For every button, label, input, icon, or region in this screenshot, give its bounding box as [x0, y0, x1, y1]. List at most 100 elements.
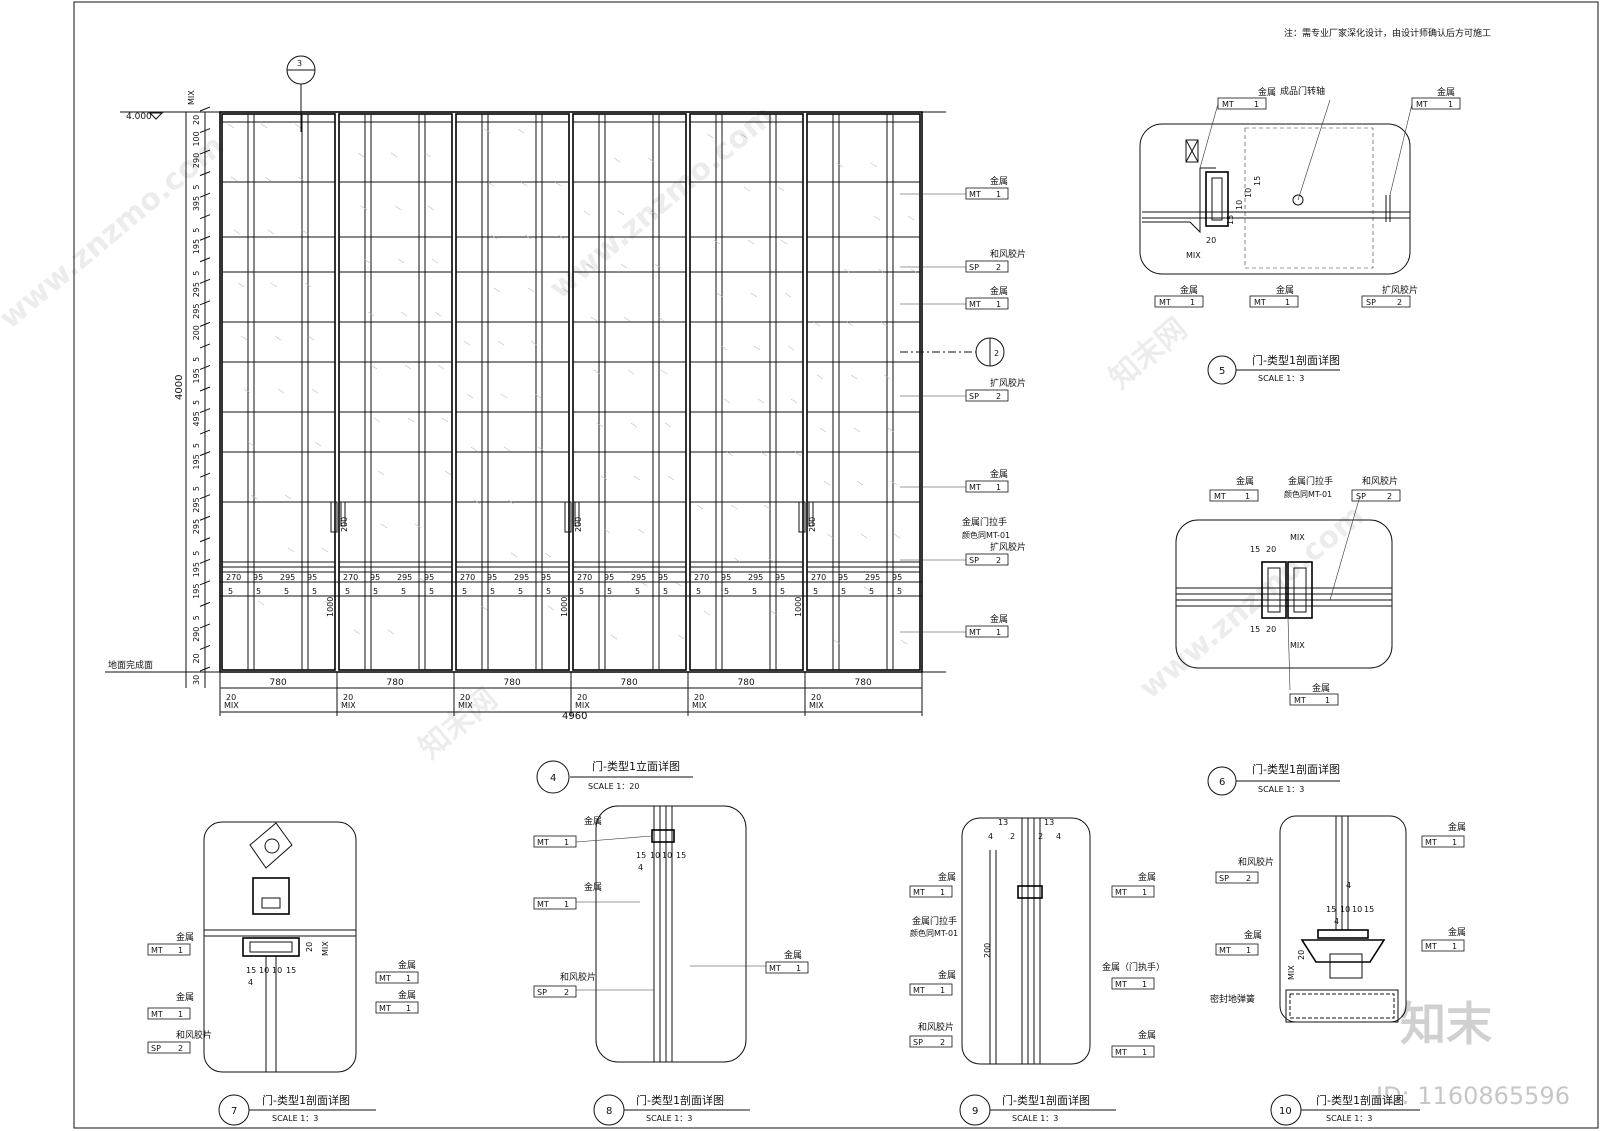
grid-dim-small: 5	[635, 587, 640, 596]
d7-tag1-code: MT	[151, 946, 163, 955]
d8-dim-10b: 10	[662, 851, 672, 860]
d5-tag4-name: 金属	[1276, 284, 1294, 296]
d6-tag3-code: MT	[1294, 696, 1306, 705]
door-panel	[572, 113, 687, 671]
grid-dim-small: 5	[462, 587, 467, 596]
width-total: 4960	[562, 711, 587, 722]
panel-width-label: 780	[270, 678, 287, 688]
grid-dim-small: 5	[841, 587, 846, 596]
d9-tag1-code: MT	[913, 888, 925, 897]
d5-dim-10b: 10	[1244, 188, 1253, 198]
d7-tag2-num: 1	[178, 1010, 183, 1019]
d10-title: 门-类型1剖面详图	[1316, 1093, 1404, 1107]
grid-dim-small: 5	[724, 587, 729, 596]
watermark-site-3: www.znzmo.com	[1133, 498, 1371, 706]
grid-dim-small: 5	[813, 587, 818, 596]
d7-tag1-name: 金属	[176, 931, 194, 943]
d7-tag3-num: 2	[178, 1044, 183, 1053]
d9-scale: SCALE 1：3	[1012, 1114, 1058, 1123]
grid-dim-label: 270	[577, 573, 592, 582]
joint-dim-label: 20	[811, 693, 821, 702]
d8-tag3-num: 2	[564, 988, 569, 997]
d8-dim-15b: 15	[676, 851, 686, 860]
d6-dim-20: 20	[1266, 545, 1276, 554]
d7-tag3-name: 和风胶片	[176, 1029, 212, 1041]
door-panel	[689, 113, 814, 671]
d10-dim-mix: MIX	[1287, 965, 1296, 980]
d9-tag3-name: 和风胶片	[918, 1021, 954, 1033]
material-tag-name: 金属	[990, 285, 1008, 297]
d8-number: 8	[606, 1106, 612, 1117]
d10-tag1-code: SP	[1219, 874, 1229, 883]
grid-dim-label: 295	[865, 573, 880, 582]
d8-tag1-name: 金属	[584, 815, 602, 827]
d10-dim-15a: 15	[1326, 905, 1336, 914]
d9-dim-13a: 13	[998, 818, 1008, 827]
grid-dim-label: 95	[892, 573, 902, 582]
d8-tag3-code: SP	[537, 988, 547, 997]
d10-scale: SCALE 1：3	[1326, 1114, 1372, 1123]
d10-tag3-num: 1	[1452, 838, 1457, 847]
elevation-scale: SCALE 1：20	[588, 782, 639, 791]
grid-dim-label: 295	[280, 573, 295, 582]
d10-dim-4b: 4	[1334, 917, 1339, 926]
material-tag-code: MT	[969, 300, 981, 309]
vertical-dim-label: 290	[192, 627, 201, 642]
material-tag-name: 和风胶片	[990, 248, 1026, 260]
d7-tag4-name: 金属	[398, 959, 416, 971]
detail-7: 金属 MT 1 金属 MT 1 和风胶片 SP 2 金属 MT 1 金属 MT …	[147, 821, 419, 1126]
joint-dim-label: 20	[694, 693, 704, 702]
d10-tag4-name: 金属	[1448, 926, 1466, 938]
d6-handle-color: 颜色同MT-01	[1284, 489, 1332, 499]
grid-dim-label: 95	[487, 573, 497, 582]
d5-dim-20: 20	[1206, 236, 1216, 245]
door-panel	[806, 113, 921, 671]
vertical-dim-label: 195	[192, 562, 201, 577]
vertical-dim-label: 295	[192, 282, 201, 297]
material-tag-code: MT	[969, 628, 981, 637]
vertical-dim-label: 200	[192, 325, 201, 340]
d5-tag3-name: 金属	[1180, 284, 1198, 296]
d9-number: 9	[972, 1106, 978, 1117]
d5-tag4-code: MT	[1254, 298, 1266, 307]
vertical-dim-label: 5	[192, 228, 201, 233]
watermark-brand: 知末	[1400, 997, 1492, 1051]
sheet-note: 注：需专业厂家深化设计，由设计师确认后方可施工	[1284, 27, 1491, 39]
grid-dim-small: 5	[518, 587, 523, 596]
d5-number: 5	[1219, 366, 1225, 377]
d6-tag3-name: 金属	[1312, 682, 1330, 694]
vertical-dim-label: 5	[192, 271, 201, 276]
grid-dim-small: 5	[696, 587, 701, 596]
d8-tag4-num: 1	[796, 964, 801, 973]
d8-tag4-code: MT	[769, 964, 781, 973]
d6-scale: SCALE 1：3	[1258, 785, 1304, 794]
grid-dim-small: 5	[312, 587, 317, 596]
handle-dim-label-2: 1000	[560, 597, 569, 617]
d6-tag1-name: 金属	[1236, 475, 1254, 487]
d10-dim-20: 20	[1297, 950, 1306, 960]
d9-tag4-code: MT	[1115, 888, 1127, 897]
vertical-dim-label: 20	[192, 115, 201, 125]
d9-tag5-code: MT	[1115, 980, 1127, 989]
d6-tag2-name: 和风胶片	[1362, 475, 1398, 487]
vertical-dim-label: 5	[192, 615, 201, 620]
grid-dim-label: 95	[307, 573, 317, 582]
d6-number: 6	[1219, 777, 1225, 788]
d5-pivot-label: 成品门转轴	[1280, 85, 1325, 97]
d6-tag1-num: 1	[1245, 492, 1250, 501]
material-tag-code: SP	[969, 263, 979, 272]
material-tag-name: 扩风胶片	[990, 377, 1026, 389]
panel-width-label: 780	[504, 678, 521, 688]
d5-tag5-name: 扩风胶片	[1382, 284, 1418, 296]
d6-dim-mixb: MIX	[1290, 641, 1305, 650]
top-level-label: 4.000	[126, 112, 152, 122]
material-tag-num: 2	[996, 263, 1001, 272]
d9-tag3-num: 2	[940, 1038, 945, 1047]
vertical-dim-label: 495	[192, 411, 201, 426]
d6-dim-mix: MIX	[1290, 533, 1305, 542]
d5-tag1-name: 金属	[1258, 86, 1276, 98]
handle-dim-label: 200	[574, 517, 583, 532]
